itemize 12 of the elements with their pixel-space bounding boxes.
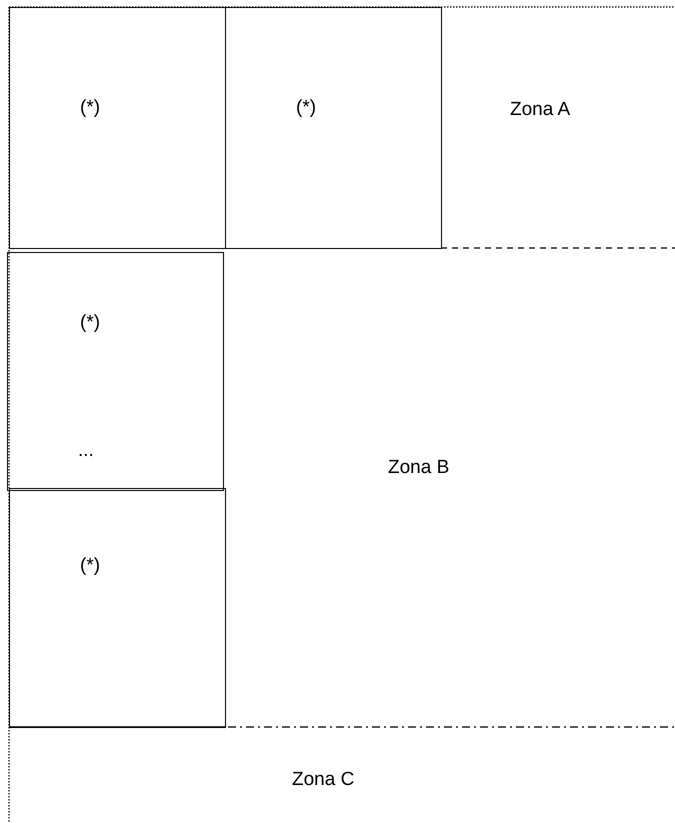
- ellipsis-text: ...: [78, 441, 94, 460]
- box-label: (*): [296, 98, 316, 117]
- box-label: (*): [80, 98, 100, 117]
- area-box: [9, 488, 226, 728]
- zone-label: Zona A: [510, 100, 570, 119]
- area-box: [225, 7, 442, 249]
- area-box: [9, 7, 226, 249]
- box-label: (*): [80, 556, 100, 575]
- area-box: [7, 252, 224, 491]
- box-label: (*): [80, 313, 100, 332]
- zone-label: Zona B: [388, 458, 450, 477]
- zone-label: Zona C: [292, 770, 354, 789]
